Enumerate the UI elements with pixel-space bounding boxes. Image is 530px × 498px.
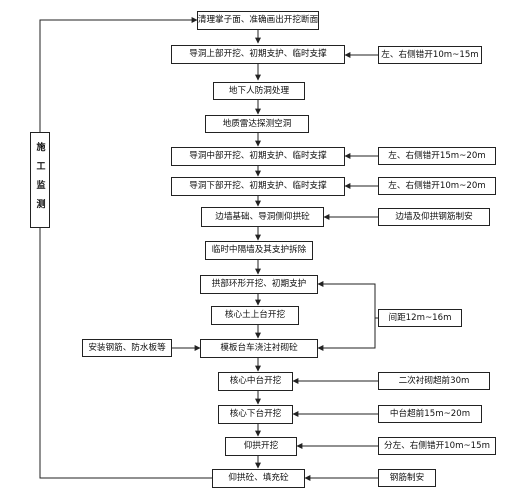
step-9-arch: 拱部环形开挖、初期支护 [200, 275, 318, 294]
step-3-air-defense: 地下人防洞处理 [213, 82, 305, 100]
step-10-core-upper: 核心土上台开挖 [211, 306, 299, 325]
note-offset-middle: 左、右侧错开15m~20m [378, 147, 496, 165]
step-14-invert-excavation: 仰拱开挖 [225, 437, 297, 456]
step-13-core-lower: 核心下台开挖 [218, 405, 293, 424]
note-middle-ahead: 中台超前15m~20m [378, 405, 482, 423]
construction-monitoring-box: 施工监测 [30, 132, 50, 228]
note-offset-upper: 左、右侧错开10m~15m [378, 46, 482, 64]
note-install-rebar: 安装钢筋、防水板等 [82, 339, 172, 357]
step-7-side-wall: 边墙基础、导洞侧仰拱砼 [201, 207, 324, 227]
note-rebar-invert: 钢筋制安 [378, 469, 436, 487]
step-8-remove-wall: 临时中隔墙及其支护拆除 [205, 241, 313, 260]
step-15-invert-concrete: 仰拱砼、填充砼 [212, 469, 305, 488]
monitoring-loop [39, 17, 212, 479]
side-label: 施工监测 [34, 142, 45, 218]
step-5-middle-drift: 导洞中部开挖、初期支护、临时支撑 [171, 147, 345, 166]
note-rebar-wall: 边墙及仰拱钢筋制安 [378, 208, 490, 226]
note-lining-ahead: 二次衬砌超前30m [378, 372, 490, 390]
step-12-core-middle: 核心中台开挖 [218, 372, 293, 391]
note-spacing: 间距12m~16m [378, 309, 462, 327]
step-4-radar: 地质雷达探测空洞 [205, 115, 309, 133]
step-1-clear-face: 清理掌子面、准确画出开挖断面 [197, 11, 319, 30]
step-2-upper-drift: 导洞上部开挖、初期支护、临时支撑 [171, 45, 345, 64]
note-invert-offset: 分左、右侧错开10m~15m [378, 437, 496, 455]
note-offset-lower: 左、右侧错开10m~20m [378, 177, 496, 195]
step-11-lining: 模板台车浇注衬砌砼 [200, 339, 318, 358]
step-6-lower-drift: 导洞下部开挖、初期支护、临时支撑 [171, 177, 345, 196]
